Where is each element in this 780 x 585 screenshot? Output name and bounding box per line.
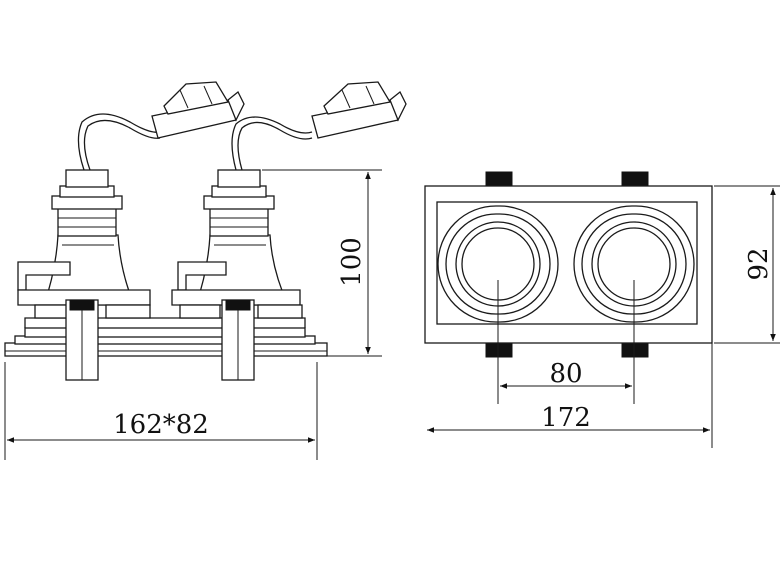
depth-dimension: 92 xyxy=(714,185,780,344)
clip-tab-top-left xyxy=(485,171,513,187)
top-view-inner-frame xyxy=(436,201,698,325)
right-lamp-assembly xyxy=(171,116,313,381)
clip-tab-bottom-left xyxy=(485,342,513,358)
terminal-block-left xyxy=(151,81,245,139)
spacing-dimension: 80 xyxy=(497,280,635,404)
top-view: 80 172 92 xyxy=(424,171,780,448)
clip-tab-bottom-right xyxy=(621,342,649,358)
clip-tab-top-right xyxy=(621,171,649,187)
cutout-dimension-label: 162*82 xyxy=(113,410,209,440)
width-dimension-label: 172 xyxy=(541,403,591,433)
height-dimension-label: 100 xyxy=(337,237,367,287)
left-lamp-assembly xyxy=(17,113,161,381)
spacing-dimension-label: 80 xyxy=(549,359,582,389)
terminal-block-right xyxy=(311,81,407,139)
side-view: 100 162*82 xyxy=(4,81,407,460)
width-dimension: 172 xyxy=(427,343,713,448)
height-dimension: 100 xyxy=(262,169,382,357)
cutout-dimension: 162*82 xyxy=(4,362,318,460)
side-view-base-frame xyxy=(4,317,328,357)
depth-dimension-label: 92 xyxy=(744,247,774,280)
